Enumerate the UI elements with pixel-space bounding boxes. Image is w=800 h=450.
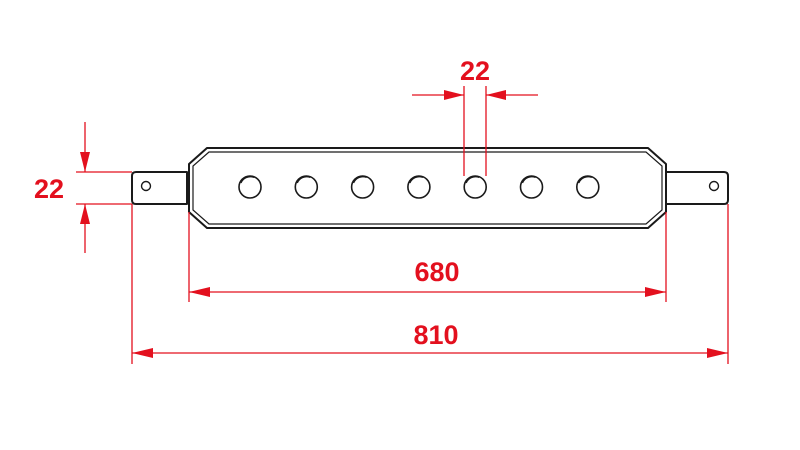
bar-hole (238, 175, 262, 199)
bar-hole (519, 175, 544, 199)
hole-outline (575, 175, 600, 199)
dimension-hole-diameter: 22 (412, 56, 538, 176)
hole-bore-edge (353, 176, 367, 184)
right-pin-hole (708, 180, 720, 192)
bar-hole (407, 175, 431, 199)
drawbar-part (131, 147, 729, 229)
arrowhead (80, 204, 90, 224)
dimension-hole-span: 680 (188, 212, 667, 302)
dimension-overall-length: 810 (131, 204, 729, 364)
hole-outline (350, 175, 375, 199)
arrowhead (486, 90, 506, 100)
left-pin-hole (140, 180, 152, 192)
dimension-layer: 22 22 680 810 (34, 56, 729, 364)
right-tang (665, 171, 729, 205)
hole-bore-edge (240, 176, 255, 184)
dimension-label-bar-thickness: 22 (34, 174, 64, 204)
hole-bore-edge (521, 176, 536, 184)
arrowhead (645, 287, 666, 297)
bar-holes (238, 175, 600, 199)
bar-inner-edge (192, 151, 663, 225)
hole-bore-edge (296, 176, 311, 184)
hole-outline (238, 175, 262, 199)
bar-hole (575, 175, 600, 199)
arrowhead (444, 90, 464, 100)
dimension-bar-thickness: 22 (34, 122, 132, 253)
bar-hole (294, 175, 319, 199)
hole-outline (294, 175, 319, 199)
hole-outline (519, 175, 544, 199)
bar-hole (350, 175, 375, 199)
arrowhead (132, 348, 153, 358)
arrowhead (707, 348, 728, 358)
hole-bore-edge (409, 176, 424, 184)
arrowhead (189, 287, 210, 297)
bar-hole (463, 175, 488, 199)
dimension-label-overall-length: 810 (413, 320, 458, 350)
hole-outline (463, 175, 488, 199)
dimension-label-hole-diameter: 22 (460, 56, 490, 86)
hole-bore-edge (578, 176, 593, 184)
hole-outline (407, 175, 431, 199)
left-tang (131, 171, 188, 205)
hole-bore-edge (465, 176, 480, 184)
arrowhead (80, 152, 90, 172)
dimension-label-hole-span: 680 (414, 257, 459, 287)
